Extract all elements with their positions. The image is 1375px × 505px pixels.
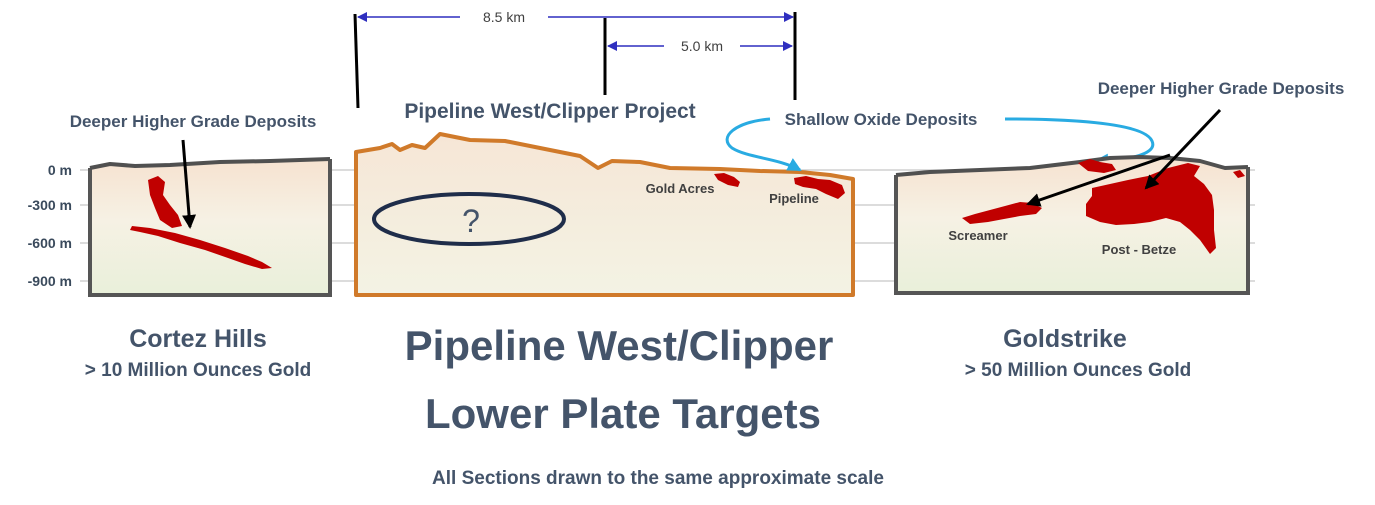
- scale-label-long: 8.5 km: [483, 9, 525, 25]
- pipeline-west-section: Pipeline West/Clipper Project ? Gold Acr…: [354, 100, 855, 437]
- cortez-hills-name: Cortez Hills: [129, 325, 267, 353]
- project-ground: [356, 134, 853, 295]
- goldstrike-ore-shallow: [1078, 159, 1116, 173]
- cortez-topography: [89, 157, 331, 170]
- scale-footnote: All Sections drawn to the same approxima…: [432, 468, 884, 489]
- unknown-target-mark: ?: [462, 203, 480, 239]
- goldstrike-deeper-arrow-2: [1026, 153, 1171, 207]
- scale-bars: 8.5 km 5.0 km: [353, 9, 797, 109]
- post-betze-label: Post - Betze: [1102, 242, 1176, 257]
- goldstrike-ounces: > 50 Million Ounces Gold: [965, 360, 1191, 381]
- goldstrike-deeper-arrow-1: [1144, 108, 1222, 190]
- gold-acres-ore: [714, 173, 740, 187]
- shallow-oxide-callout: Shallow Oxide Deposits: [725, 110, 1155, 172]
- project-title: Pipeline West/Clipper Project: [404, 100, 695, 123]
- main-title-line2: Lower Plate Targets: [425, 390, 821, 437]
- cortez-ground: [90, 159, 330, 295]
- depth-label-600m: -600 m: [28, 235, 72, 251]
- scale-tick-left: [353, 13, 360, 109]
- cortez-hills-section: Deeper Higher Grade Deposits Cortez Hill…: [70, 112, 332, 381]
- goldstrike-section: Screamer Post - Betze Deeper Higher Grad…: [894, 79, 1345, 381]
- shallow-oxide-arrow-right: [1004, 117, 1155, 168]
- goldstrike-topography: [895, 155, 1249, 177]
- depth-label-900m: -900 m: [28, 273, 72, 289]
- depth-label-300m: -300 m: [28, 197, 72, 213]
- cortez-ore-upper: [148, 176, 182, 228]
- goldstrike-deeper-label: Deeper Higher Grade Deposits: [1098, 79, 1345, 98]
- depth-label-0m: 0 m: [48, 162, 72, 178]
- scale-label-short: 5.0 km: [681, 38, 723, 54]
- shallow-oxide-arrow-left: [725, 117, 802, 172]
- screamer-ore: [962, 202, 1042, 224]
- goldstrike-name: Goldstrike: [1003, 325, 1127, 353]
- unknown-target-ellipse: [372, 192, 566, 246]
- post-betze-ore: [1086, 163, 1216, 254]
- project-outline: [354, 132, 855, 297]
- cortez-section-frame: [88, 159, 332, 297]
- pipeline-label: Pipeline: [769, 191, 819, 206]
- main-title-line1: Pipeline West/Clipper: [405, 322, 834, 369]
- gold-acres-label: Gold Acres: [646, 181, 715, 196]
- cortez-ore-lower: [130, 226, 272, 269]
- screamer-label: Screamer: [948, 228, 1007, 243]
- cortez-deeper-label: Deeper Higher Grade Deposits: [70, 112, 317, 131]
- cortez-deeper-arrow: [181, 139, 197, 229]
- goldstrike-section-frame: [894, 167, 1250, 295]
- goldstrike-ore-small: [1233, 170, 1245, 178]
- shallow-oxide-label: Shallow Oxide Deposits: [785, 110, 978, 129]
- cortez-hills-ounces: > 10 Million Ounces Gold: [85, 360, 311, 381]
- pipeline-ore: [794, 176, 845, 199]
